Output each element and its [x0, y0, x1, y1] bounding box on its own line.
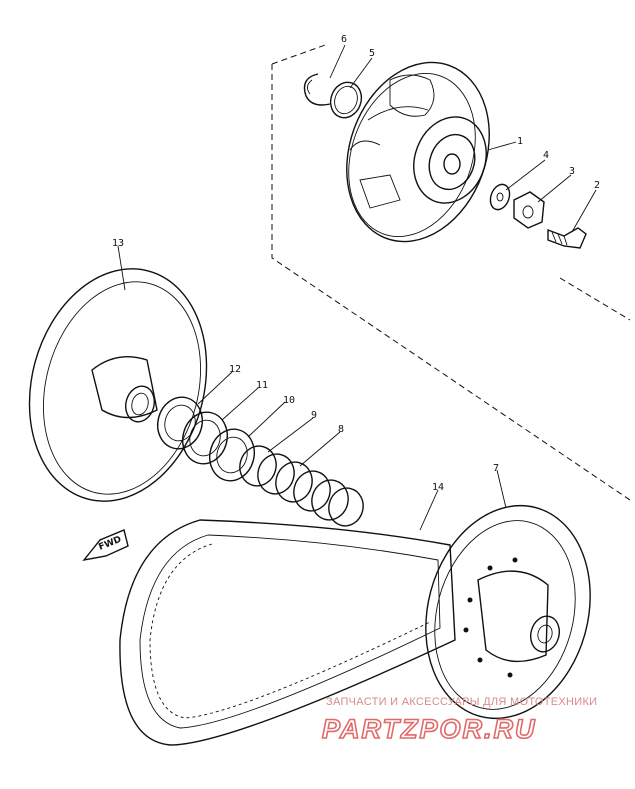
part-label-2: 2 [594, 180, 600, 191]
part-label-14: 14 [432, 482, 444, 493]
spring-part-8 [239, 445, 364, 527]
bolt-part-2 [547, 227, 587, 249]
seat-part-10 [209, 428, 255, 482]
watermark-tagline: ЗАПЧАСТИ И АКСЕССУАРЫ ДЛЯ МОТОТЕХНИКИ [326, 696, 597, 708]
part-label-6: 6 [341, 34, 347, 45]
part-label-10: 10 [283, 395, 295, 406]
part-label-12: 12 [229, 364, 241, 375]
watermark-logo: PARTZPOR.RU [322, 714, 537, 744]
assembly-boundary [271, 43, 631, 501]
forward-direction-arrow: FWD [82, 529, 129, 562]
fixed-sheave-part-1 [346, 61, 490, 243]
watermark: ЗАПЧАСТИ И АКСЕССУАРЫ ДЛЯ МОТОТЕХНИКИ PA… [321, 696, 597, 745]
part-label-8: 8 [338, 424, 344, 435]
leader-lines [117, 44, 597, 531]
sliding-sheave-part-13 [28, 268, 208, 502]
part-label-4: 4 [543, 150, 549, 161]
plate-part-3 [513, 191, 545, 229]
part-label-9: 9 [311, 410, 317, 421]
part-label-5: 5 [369, 48, 375, 59]
washer-part-4 [489, 183, 511, 211]
seat-part-11 [182, 411, 228, 465]
part-label-13: 13 [112, 238, 124, 249]
driven-sheave-part-7 [425, 504, 591, 720]
part-labels: 6 5 1 4 3 2 13 12 11 10 9 8 14 7 [112, 34, 600, 493]
part-label-7: 7 [493, 463, 499, 474]
circlip-part-6 [303, 73, 331, 106]
drive-belt-part-14 [119, 519, 456, 746]
part-label-3: 3 [569, 166, 575, 177]
part-label-11: 11 [256, 380, 268, 391]
part-label-1: 1 [517, 136, 523, 147]
